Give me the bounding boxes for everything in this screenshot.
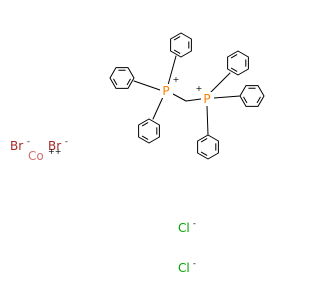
atom-br1-symbol: Br <box>10 139 23 153</box>
atom-co-symbol: Co <box>28 149 44 163</box>
bond-p2-right-phenyl <box>213 95 241 99</box>
atom-br1: Br - <box>10 137 30 153</box>
phenyl-ring-p2-bottom <box>197 134 219 160</box>
phenyl-ring-p1-bottom <box>138 118 160 144</box>
atom-p1-symbol: P <box>162 84 169 98</box>
atom-p2-charge: + <box>196 84 203 93</box>
atom-p2: P + <box>196 84 214 106</box>
atom-cl2-charge: - <box>193 259 196 268</box>
atom-br2-charge: - <box>65 137 68 146</box>
atom-br1-charge: - <box>27 137 30 146</box>
atom-p1-charge: + <box>173 75 180 84</box>
atom-p1: P + <box>160 75 179 98</box>
bond-p1-left-phenyl <box>133 80 161 91</box>
atom-labels-layer: P + P + Br - Br - Co ++ Cl - Cl - <box>10 75 214 275</box>
bond-p1-top-phenyl <box>167 55 177 86</box>
atom-cl2-symbol: Cl <box>178 261 190 275</box>
atom-cl1-symbol: Cl <box>178 221 190 235</box>
phenyl-ring-p2-right <box>239 85 265 107</box>
atom-co: Co ++ <box>28 147 61 163</box>
atom-br2-symbol: Br <box>48 139 61 153</box>
atom-co-charge: ++ <box>48 147 61 156</box>
phenyl-ring-p2-top <box>227 50 249 76</box>
phenyl-ring-p1-left <box>109 67 135 89</box>
chemical-structure: P + P + Br - Br - Co ++ Cl - Cl - <box>10 32 265 275</box>
bonds-layer <box>109 32 265 160</box>
atom-cl1-charge: - <box>193 219 196 228</box>
bond-methylene-p2 <box>185 98 202 102</box>
bond-p1-methylene <box>172 93 187 102</box>
atom-cl2: Cl - <box>178 259 196 275</box>
atom-p2-symbol: P <box>203 92 210 106</box>
bond-p2-bottom-phenyl <box>206 105 209 136</box>
bond-p1-bottom-phenyl <box>152 96 164 120</box>
bond-p2-top-phenyl <box>209 72 231 94</box>
atom-cl1: Cl - <box>178 219 196 235</box>
phenyl-ring-p1-top <box>170 32 192 58</box>
atom-br2: Br - <box>48 137 68 153</box>
